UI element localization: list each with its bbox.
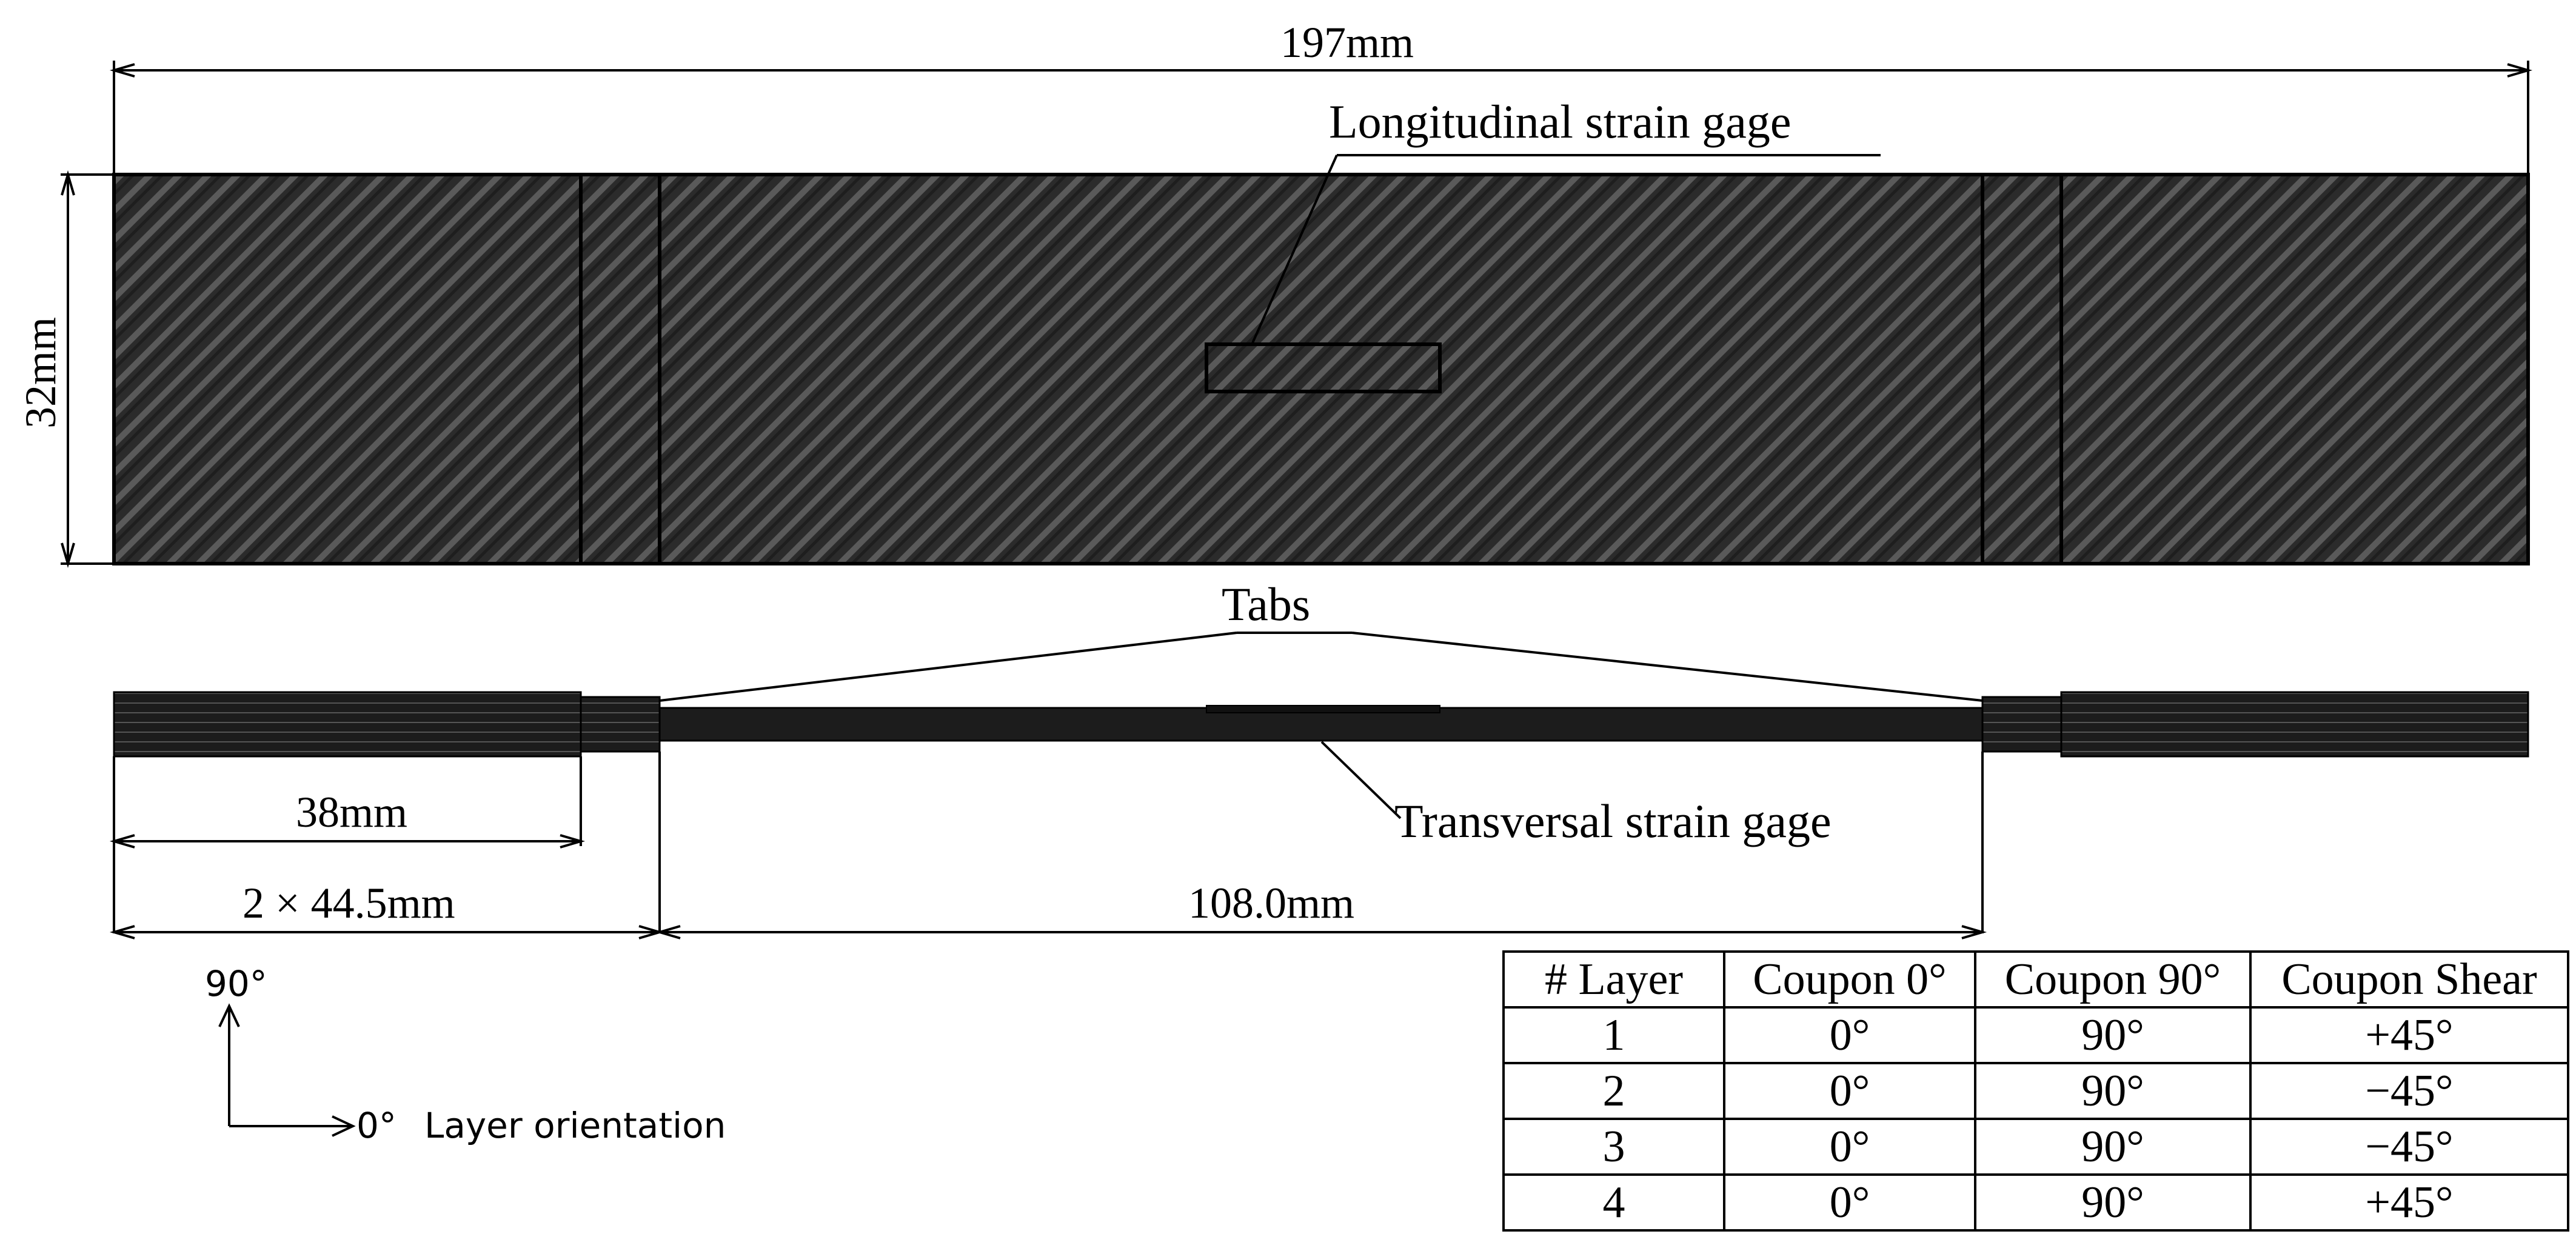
orientation-axes [218, 1003, 356, 1137]
cell-coupon-shear: −45° [2249, 1062, 2569, 1120]
cell-coupon-shear: +45° [2249, 1173, 2569, 1232]
table-header-row: # Layer Coupon 0° Coupon 90° Coupon Shea… [1502, 950, 2569, 1009]
cell-coupon-0: 0° [1723, 1173, 1976, 1232]
table-row: 3 0° 90° −45° [1502, 1118, 2569, 1176]
cell-coupon-0: 0° [1723, 1118, 1976, 1176]
width-label: 32mm [16, 316, 65, 429]
transversal-gage-label: Transversal strain gage [1394, 795, 1832, 847]
cell-coupon-shear: +45° [2249, 1006, 2569, 1064]
gage-section-length-label: 108.0mm [1188, 879, 1355, 927]
transversal-strain-gage [1206, 705, 1440, 713]
coupon-top-view [112, 154, 2530, 565]
header-coupon-0: Coupon 0° [1723, 950, 1976, 1009]
width-dimension [61, 170, 114, 569]
table-row: 2 0° 90° −45° [1502, 1062, 2569, 1120]
cell-layer: 4 [1502, 1173, 1725, 1232]
table-row: 4 0° 90° +45° [1502, 1173, 2569, 1232]
orientation-right-label: 0° [356, 1105, 396, 1146]
cell-coupon-0: 0° [1723, 1006, 1976, 1064]
cell-coupon-0: 0° [1723, 1062, 1976, 1120]
cell-coupon-90: 90° [1974, 1006, 2252, 1064]
cell-coupon-90: 90° [1974, 1062, 2252, 1120]
header-coupon-shear: Coupon Shear [2249, 950, 2569, 1009]
cell-layer: 1 [1502, 1006, 1725, 1064]
cell-layer: 3 [1502, 1118, 1725, 1176]
cell-coupon-90: 90° [1974, 1173, 2252, 1232]
longitudinal-strain-gage [1205, 342, 1442, 393]
end-length-label: 2 × 44.5mm [243, 879, 455, 927]
table-row: 1 0° 90° +45° [1502, 1006, 2569, 1064]
coupon-side-view [113, 691, 2529, 819]
overall-length-dimension [109, 61, 2533, 173]
tabs-label: Tabs [1222, 578, 1311, 630]
layup-table: # Layer Coupon 0° Coupon 90° Coupon Shea… [1502, 950, 2569, 1232]
cell-coupon-shear: −45° [2249, 1118, 2569, 1176]
header-coupon-90: Coupon 90° [1974, 950, 2252, 1009]
cell-coupon-90: 90° [1974, 1118, 2252, 1176]
overall-length-label: 197mm [1280, 18, 1414, 67]
cell-layer: 2 [1502, 1062, 1725, 1120]
tab-length-label: 38mm [296, 788, 408, 836]
orientation-caption: Layer orientation [424, 1105, 726, 1146]
longitudinal-gage-label: Longitudinal strain gage [1329, 95, 1791, 148]
header-layer: # Layer [1502, 950, 1725, 1009]
bottom-dimensions [109, 752, 1987, 939]
tabs-leader [659, 632, 1983, 702]
orientation-up-label: 90° [205, 963, 267, 1004]
